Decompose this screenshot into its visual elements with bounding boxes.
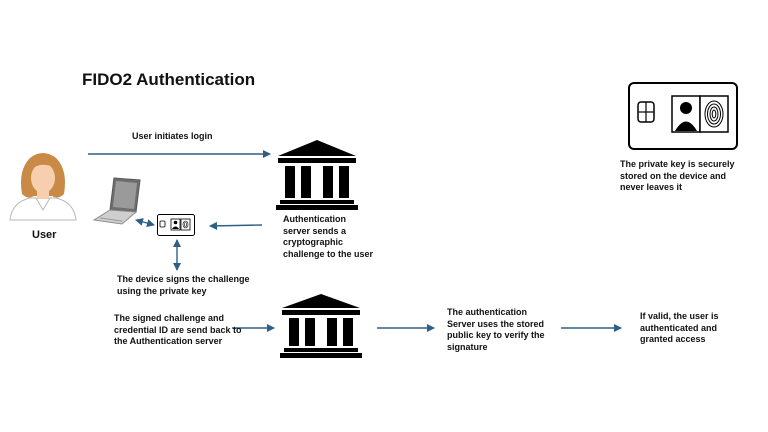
- label-user-initiates-login: User initiates login: [132, 131, 213, 141]
- arrow-laptop-key: [135, 218, 155, 227]
- bank-server-icon: [280, 294, 362, 358]
- user-avatar: [9, 153, 77, 221]
- security-key-icon: [157, 214, 195, 236]
- bank-server-icon: [276, 140, 358, 210]
- fingerprint-icon: [704, 100, 724, 128]
- laptop-icon: [92, 177, 141, 225]
- user-label: User: [32, 229, 57, 241]
- smart-card-icon: [628, 82, 738, 150]
- arrow-challenge: [209, 221, 263, 230]
- page-title: FIDO2 Authentication: [82, 70, 256, 89]
